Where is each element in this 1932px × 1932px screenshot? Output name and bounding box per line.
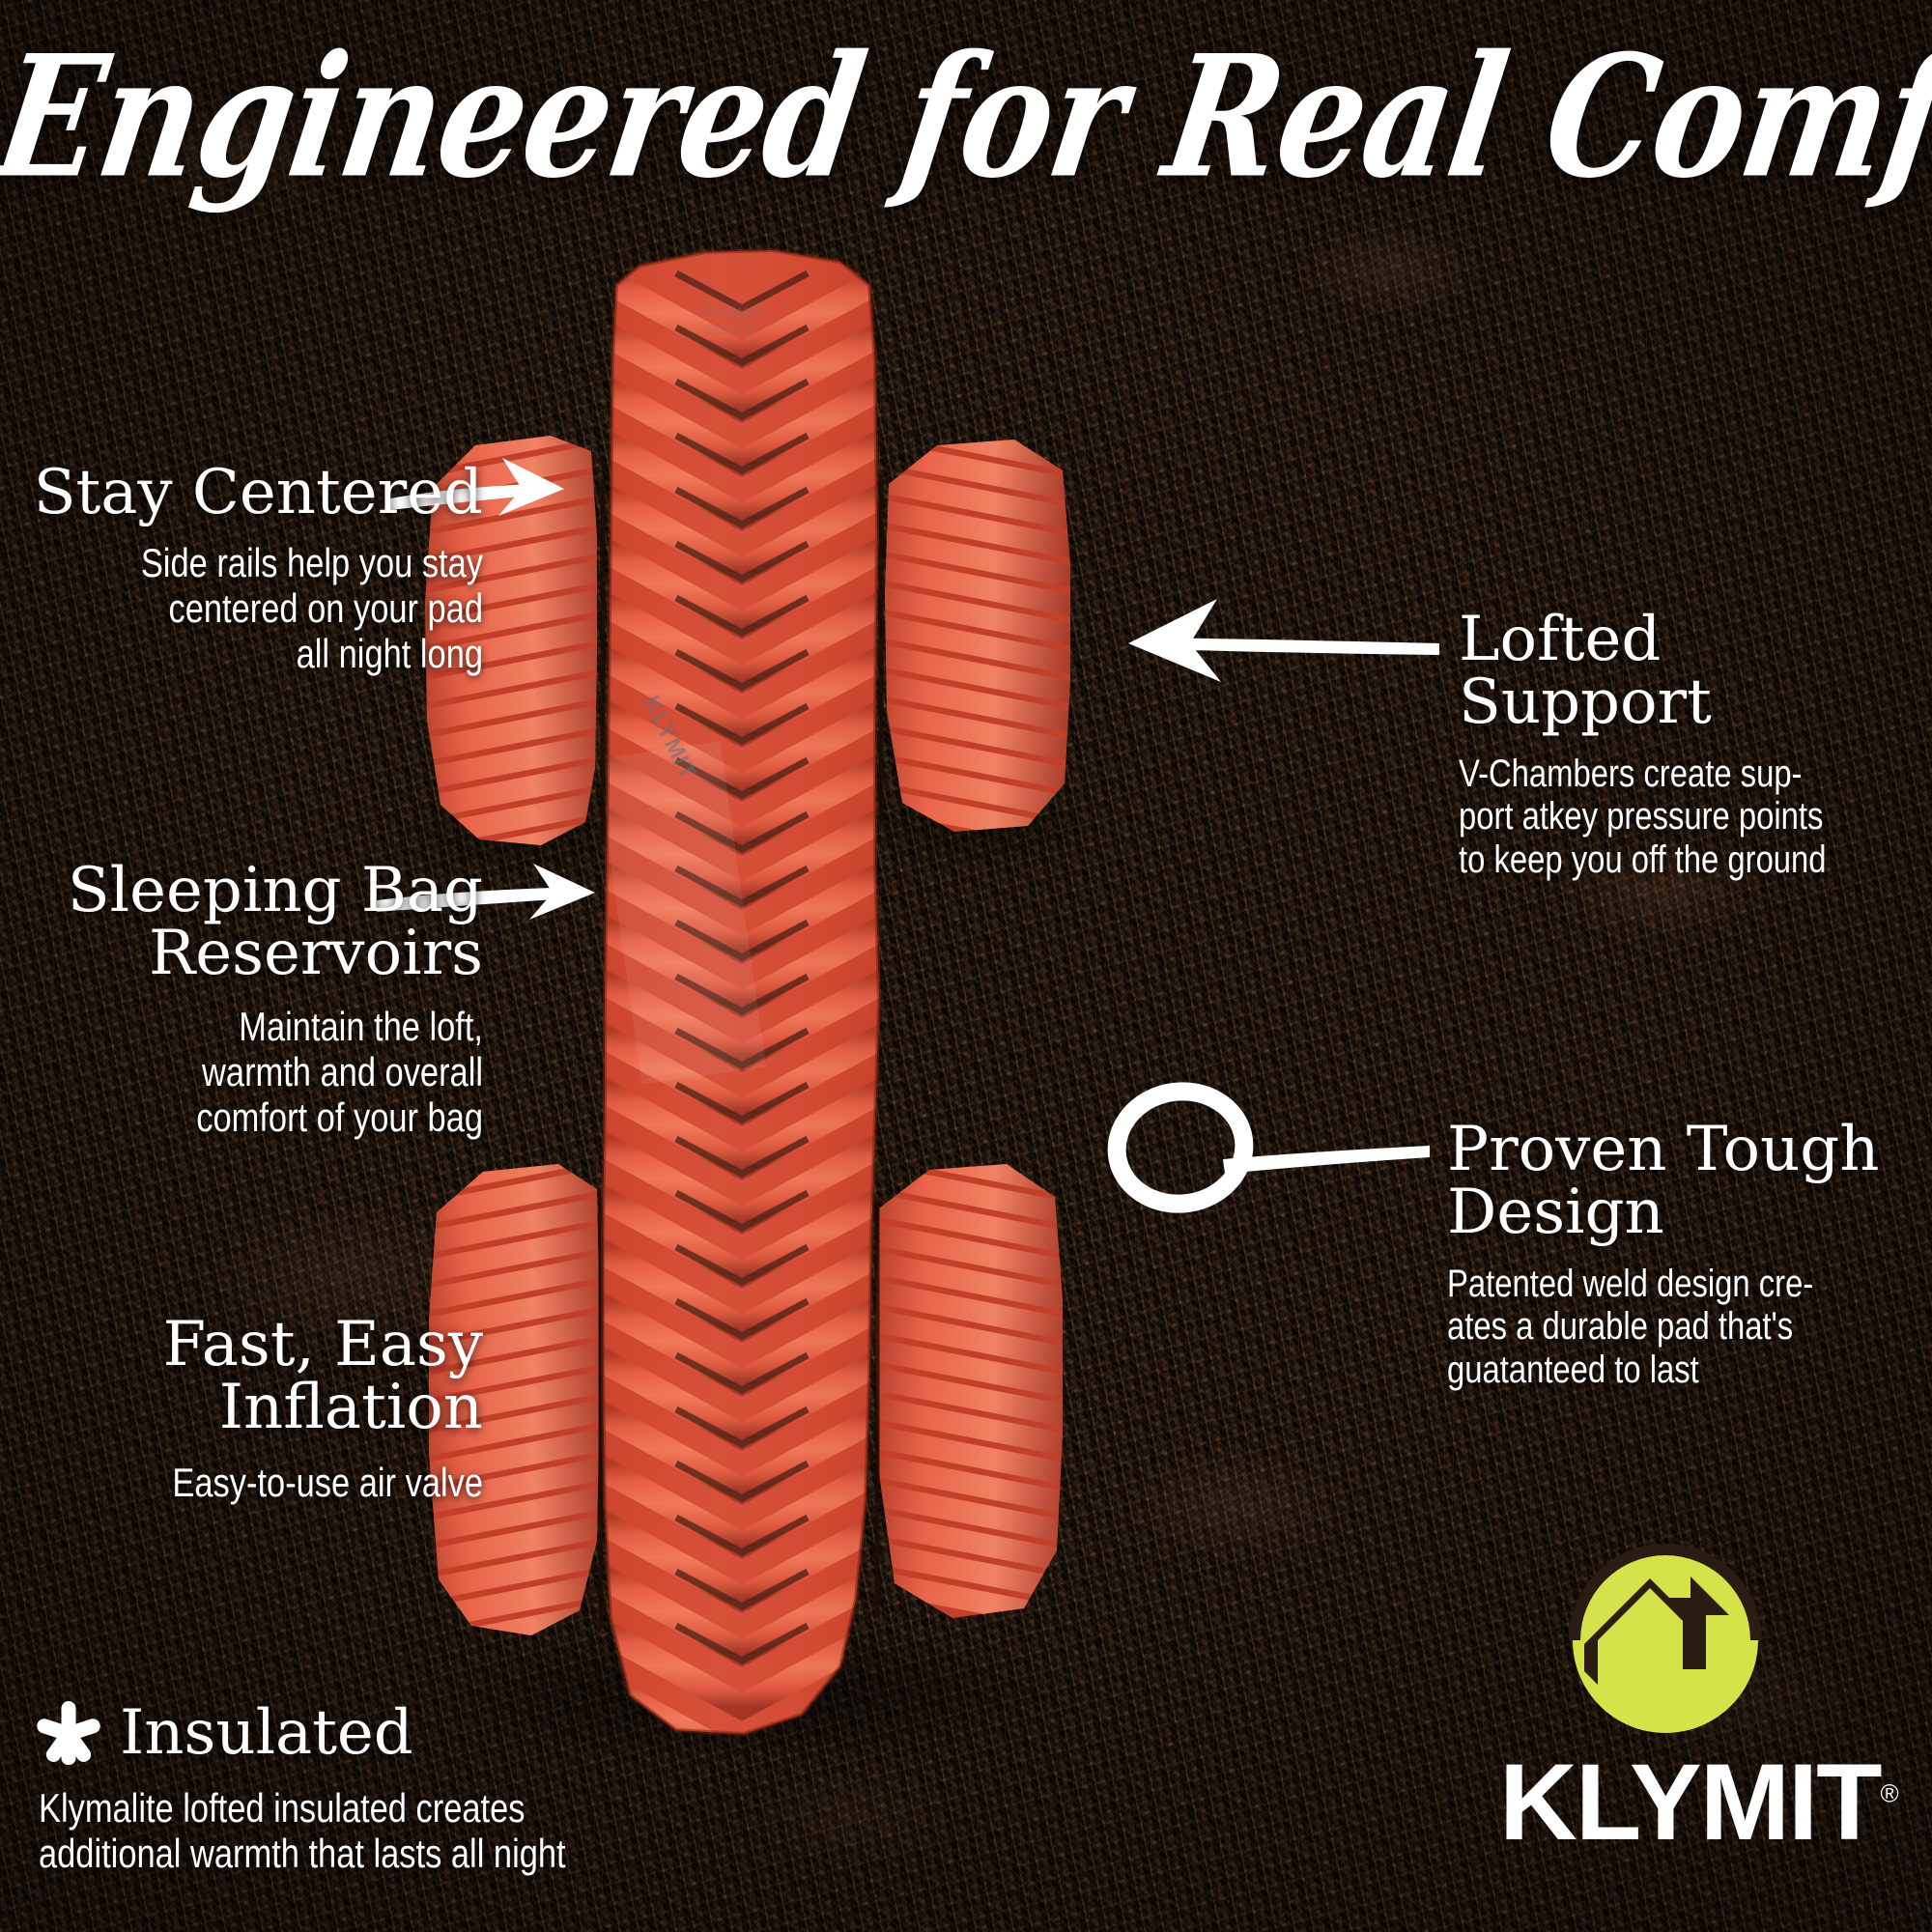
feature-sleeping-bag-reservoirs: Sleeping Bag Reservoirs Maintain the lof…: [0, 855, 483, 1140]
feature-heading: Proven Tough Design: [1447, 1114, 1880, 1249]
right-hip-rail: [875, 1164, 1063, 1618]
feature-body: Patented weld design cre- ates a durable…: [1447, 1262, 1814, 1392]
feature-heading: Fast, Easy Inflation: [162, 1309, 483, 1444]
feature-fast-easy-inflation: Fast, Easy Inflation Easy-to-use air val…: [0, 1309, 483, 1505]
feature-heading: Insulated: [120, 1697, 413, 1770]
wordmark-text: KLYMIT: [1499, 1742, 1883, 1862]
feature-body: Side rails help you stay centered on you…: [140, 540, 483, 677]
feature-heading: Lofted Support: [1459, 604, 1712, 739]
klymit-mountain-arrow-icon: [1569, 1544, 1762, 1733]
asterisk-icon: [35, 1700, 102, 1768]
feature-body: Maintain the loft, warmth and overall co…: [196, 1003, 483, 1140]
feature-stay-centered: Stay Centered Side rails help you stay c…: [0, 457, 483, 677]
page-title: Engineered for Real Comfort: [0, 19, 1932, 216]
feature-lofted-support: Lofted Support V-Chambers create sup- po…: [1459, 604, 1928, 882]
insulated-heading-row: Insulated: [35, 1697, 753, 1770]
svg-text:Static V: Static V: [705, 322, 755, 338]
feature-body: Easy-to-use air valve: [172, 1459, 483, 1505]
feature-body: V-Chambers create sup- port atkey pressu…: [1459, 752, 1827, 882]
feature-proven-tough-design: Proven Tough Design Patented weld design…: [1447, 1114, 1930, 1392]
feature-heading: Stay Centered: [33, 457, 483, 528]
klymit-logo: KLYMIT®: [1499, 1544, 1899, 1884]
pad-body-v-chambers: KLYMIT Insulated Static V: [603, 250, 879, 1734]
svg-text:Insulated: Insulated: [705, 303, 764, 320]
registered-trademark: ®: [1880, 1778, 1899, 1808]
feature-body: Klymalite lofted insulated creates addit…: [39, 1785, 566, 1877]
sleeping-pad-illustration: KLYMIT Insulated Static V: [388, 247, 1082, 1753]
right-shoulder-rail: [885, 440, 1070, 832]
pad-weld-seams: [598, 474, 884, 1628]
product-image: KLYMIT Insulated Static V: [386, 246, 1082, 1753]
feature-insulated: Insulated Klymalite lofted insulated cre…: [35, 1697, 753, 1877]
klymit-wordmark: KLYMIT®: [1499, 1748, 1899, 1857]
pad-top-label-print: Insulated Static V: [705, 303, 764, 338]
feature-heading: Sleeping Bag Reservoirs: [67, 855, 483, 990]
